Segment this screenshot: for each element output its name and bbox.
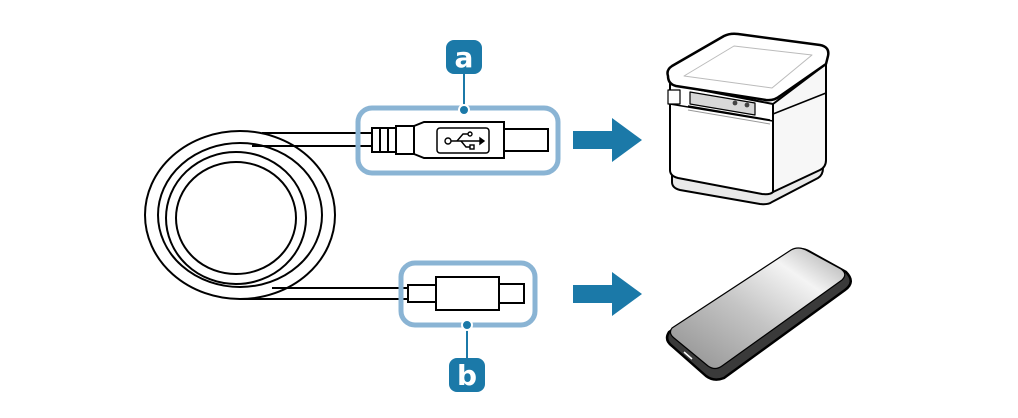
badge-b[interactable]: b — [449, 358, 485, 392]
callout-dot-a — [458, 104, 470, 116]
smartphone[interactable] — [665, 247, 852, 381]
badge-a[interactable]: a — [446, 40, 482, 74]
callout-dot-b — [461, 319, 473, 331]
usb-b-connector — [371, 121, 549, 159]
usb-trident-icon — [444, 131, 486, 150]
receipt-printer[interactable] — [666, 32, 830, 206]
arrow-right-icon — [573, 272, 642, 316]
badge-a-label: a — [455, 41, 474, 74]
usb-c-connector — [407, 276, 525, 311]
cable-coil — [144, 130, 410, 300]
callout-b: b — [398, 260, 538, 392]
badge-b-label: b — [457, 359, 477, 392]
highlight-frame-a — [355, 105, 561, 176]
callout-a: a — [355, 40, 561, 176]
arrow-right-icon — [573, 118, 642, 162]
